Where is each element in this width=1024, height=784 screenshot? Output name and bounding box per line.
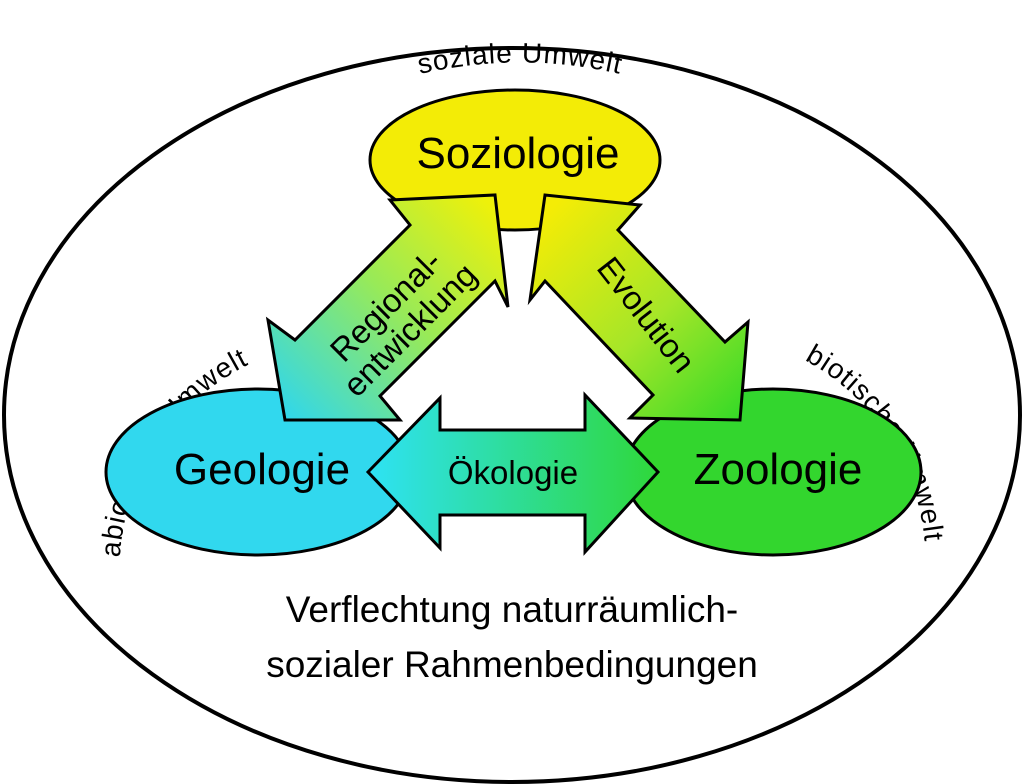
arrow-oekologie [365,391,661,556]
outer-ellipse [2,46,1022,784]
caption-line-1: Verflechtung naturräumlich- [286,589,738,630]
label-soziologie: Soziologie [416,129,619,178]
arrow-regionalentwicklung [265,193,510,422]
arrow-label-oekologie: Ökologie [448,454,578,491]
node-soziologie [368,88,662,232]
caption-line-2: sozialer Rahmenbedingungen [266,644,758,685]
label-geologie: Geologie [174,445,350,494]
arrow-evolution [527,193,750,422]
label-zoologie: Zoologie [694,445,863,494]
